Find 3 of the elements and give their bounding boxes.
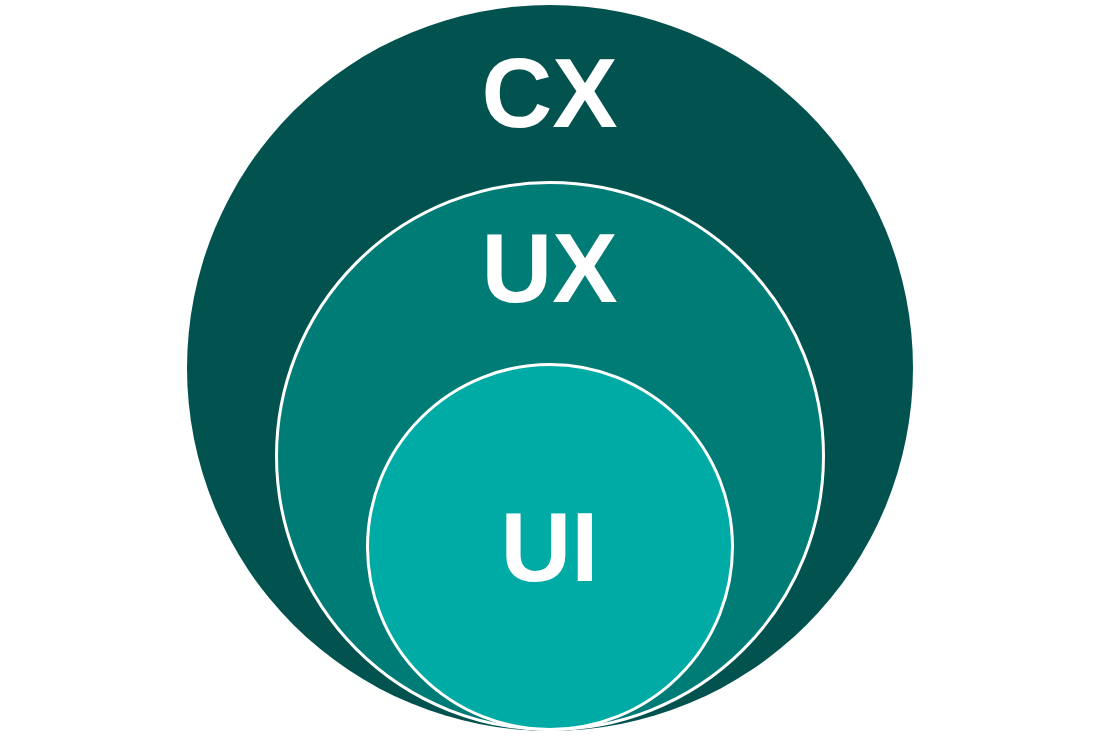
circle-label: UX [481,219,618,318]
circle-label: CX [481,44,618,143]
circle-label: UI [500,498,599,597]
